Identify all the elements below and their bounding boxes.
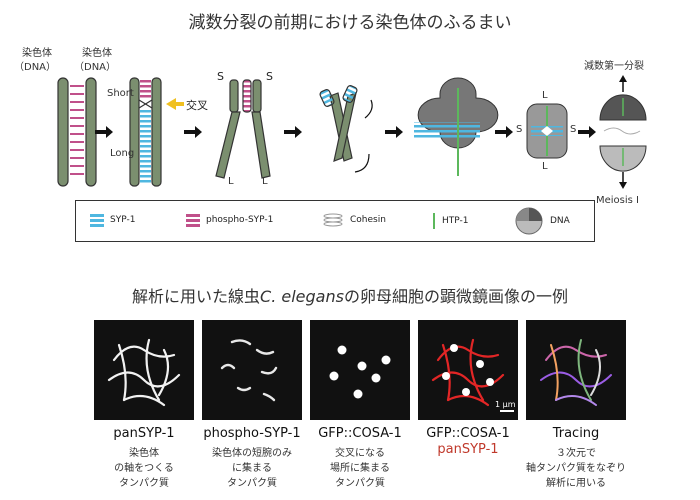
short-arm-label: Short xyxy=(107,88,134,99)
long-label-top: L xyxy=(542,90,548,101)
meiosis-i-en-label: Meiosis I xyxy=(596,195,639,206)
cohesin-rings-icon xyxy=(322,213,344,227)
legend-label-phospho-syp1: phospho-SYP-1 xyxy=(206,215,273,225)
caption-desc-line: タンパク質 xyxy=(197,476,307,491)
sister-label-left: S xyxy=(217,70,224,83)
caption-desc-pansyp1: 染色体 の軸をつくる タンパク質 xyxy=(89,446,199,491)
long-label-bottom: L xyxy=(542,161,548,172)
caption-desc-line: 染色体 xyxy=(89,446,199,461)
long-label-right: L xyxy=(262,176,268,187)
images-title-species: C. elegans xyxy=(260,287,344,306)
homolog-pair-separate xyxy=(58,78,96,186)
caption-title-pansyp1: panSYP-1 xyxy=(89,426,199,441)
syp1-stripes-icon xyxy=(90,213,104,227)
caption-desc-line: 解析に用いる xyxy=(511,476,641,491)
micrograph-pansyp1 xyxy=(94,320,194,420)
short-label-left: S xyxy=(516,124,522,135)
caption-desc-tracing: ３次元で 軸タンパク質をなぞり 解析に用いる xyxy=(511,446,641,491)
images-title-suffix: の卵母細胞の顕微鏡画像の一例 xyxy=(344,287,568,306)
caption-desc-line: ３次元で xyxy=(511,446,641,461)
diakinesis-bivalent xyxy=(527,104,567,158)
caption-title-phospho-syp1: phospho-SYP-1 xyxy=(197,426,307,441)
scale-bar xyxy=(500,410,514,412)
legend-item-dna: DNA xyxy=(514,206,570,236)
caption-desc-phospho-syp1: 染色体の短腕のみ に集まる タンパク質 xyxy=(197,446,307,491)
legend-label-syp1: SYP-1 xyxy=(110,215,135,225)
crossover-label: 交叉 xyxy=(186,97,208,113)
images-title: 解析に用いた線虫C. elegansの卵母細胞の顕微鏡画像の一例 xyxy=(0,283,700,307)
micrograph-gfp-cosa1 xyxy=(310,320,410,420)
caption-title-merge-red: panSYP-1 xyxy=(413,442,523,457)
caption-title-merge: GFP::COSA-1 xyxy=(413,426,523,441)
caption-desc-line: タンパク質 xyxy=(89,476,199,491)
long-label-left: L xyxy=(228,176,234,187)
synapsed-pair xyxy=(130,78,184,186)
meiosis-i-separation xyxy=(600,75,646,189)
legend-item-cohesin: Cohesin xyxy=(322,213,386,227)
caption-desc-line: 軸タンパク質をなぞり xyxy=(511,461,641,476)
meiosis-schematic xyxy=(0,0,700,200)
micrograph-tracing xyxy=(526,320,626,420)
caption-desc-line: タンパク質 xyxy=(305,476,415,491)
legend: SYP-1 phospho-SYP-1 Cohesin HTP-1 DNA xyxy=(75,200,595,242)
caption-title-gfp-cosa1: GFP::COSA-1 xyxy=(305,426,415,441)
caption-desc-line: 交叉になる xyxy=(305,446,415,461)
dna-pie-icon xyxy=(514,206,544,236)
compacted-bivalent xyxy=(414,78,498,176)
short-label-right: S xyxy=(570,124,576,135)
caption-desc-line: に集まる xyxy=(197,461,307,476)
cross-bivalent xyxy=(319,85,372,172)
caption-desc-line: 場所に集まる xyxy=(305,461,415,476)
legend-label-htp1: HTP-1 xyxy=(442,216,468,226)
legend-item-syp1: SYP-1 xyxy=(90,213,135,227)
micrograph-phospho-syp1 xyxy=(202,320,302,420)
htp1-line-icon xyxy=(432,213,436,229)
legend-item-htp1: HTP-1 xyxy=(432,213,468,229)
phospho-syp1-stripes-icon xyxy=(186,213,200,227)
images-title-prefix: 解析に用いた線虫 xyxy=(132,287,260,306)
legend-item-phospho-syp1: phospho-SYP-1 xyxy=(186,213,273,227)
caption-title-tracing: Tracing xyxy=(521,426,631,441)
caption-desc-line: 染色体の短腕のみ xyxy=(197,446,307,461)
scale-bar-label: 1 µm xyxy=(495,400,516,409)
caption-desc-gfp-cosa1: 交叉になる 場所に集まる タンパク質 xyxy=(305,446,415,491)
legend-label-cohesin: Cohesin xyxy=(350,215,386,225)
meiosis-i-jp-label: 減数第一分裂 xyxy=(584,57,644,72)
y-shaped-bivalent xyxy=(216,80,270,178)
sister-label-right: S xyxy=(266,70,273,83)
legend-label-dna: DNA xyxy=(550,216,570,226)
micrograph-merge: 1 µm xyxy=(418,320,518,420)
long-arm-label: Long xyxy=(110,148,134,159)
caption-desc-line: の軸をつくる xyxy=(89,461,199,476)
